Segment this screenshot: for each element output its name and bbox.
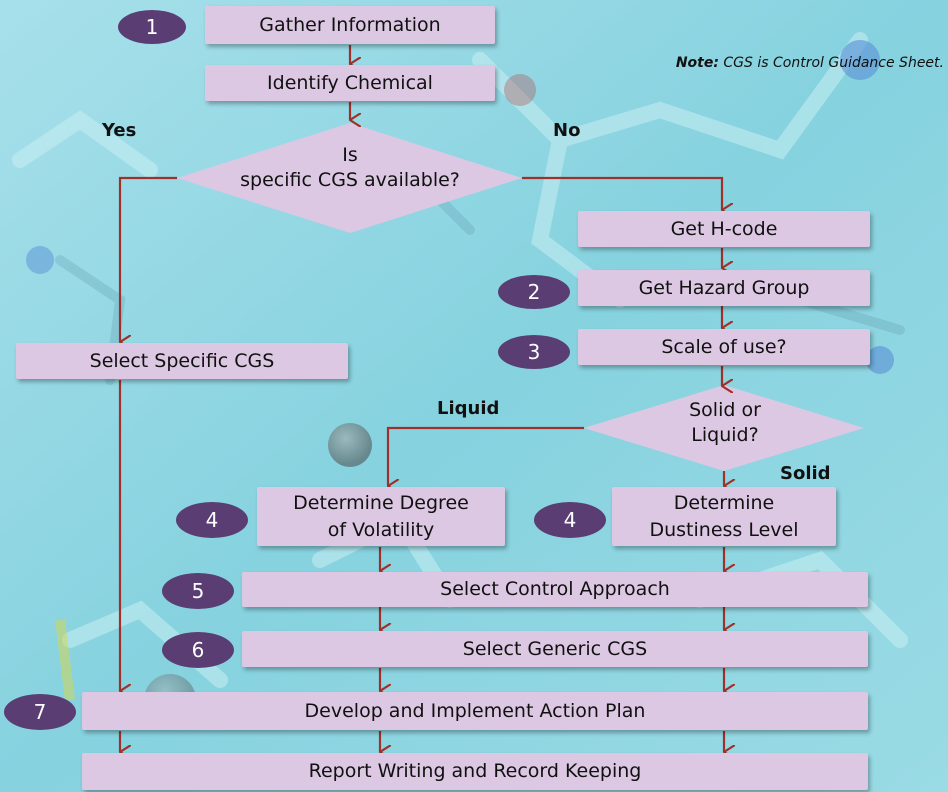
step-select-control-approach: Select Control Approach (242, 572, 868, 607)
step-number-badge-4-volatility: 4 (176, 502, 248, 538)
step-number-badge-5: 5 (162, 573, 234, 609)
arrow-yes-branch (118, 176, 177, 342)
branch-label-solid: Solid (780, 463, 831, 484)
decision-solid-liquid-label: Solid or Liquid? (689, 399, 761, 446)
step-select-specific-cgs: Select Specific CGS (16, 343, 348, 379)
step-number-badge-6: 6 (162, 632, 234, 668)
step-number-badge-3: 3 (498, 335, 570, 369)
note-text: Note: CGS is Control Guidance Sheet. (675, 55, 944, 71)
arrow-liquid-branch (386, 426, 584, 486)
step-action-plan: Develop and Implement Action Plan (82, 692, 868, 730)
step-gather-information: Gather Information (205, 6, 495, 44)
step-number-badge-1: 1 (118, 10, 186, 44)
step-number-badge-2: 2 (498, 275, 570, 309)
step-report-writing: Report Writing and Record Keeping (82, 753, 868, 790)
branch-label-no: No (553, 120, 581, 141)
step-number-badge-7: 7 (4, 694, 76, 730)
decision-diamond-solid-liquid (584, 385, 864, 471)
decision-cgs-available-label: Is specific CGS available? (240, 144, 460, 191)
step-number-badge-4-dustiness: 4 (534, 502, 606, 538)
step-identify-chemical: Identify Chemical (205, 65, 495, 101)
step-scale-of-use: Scale of use? (578, 329, 870, 365)
step-select-generic-cgs: Select Generic CGS (242, 631, 868, 667)
arrow-no-branch (522, 176, 722, 210)
branch-label-yes: Yes (102, 120, 137, 141)
branch-label-liquid: Liquid (437, 398, 500, 419)
step-get-hazard-group: Get Hazard Group (578, 270, 870, 306)
step-get-h-code: Get H-code (578, 211, 870, 247)
decision-diamond-cgs-available (177, 123, 522, 233)
